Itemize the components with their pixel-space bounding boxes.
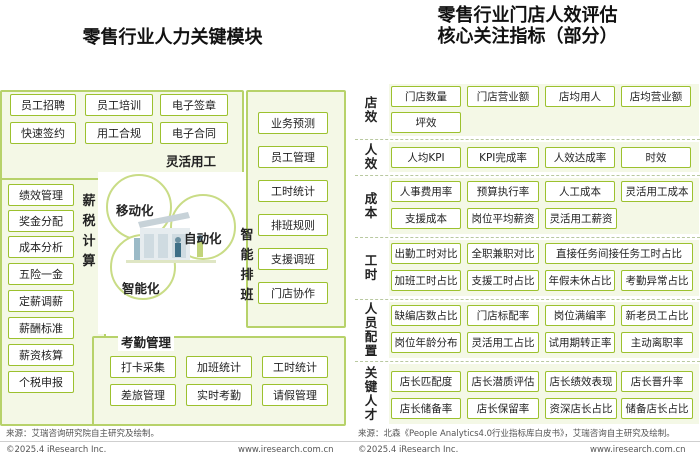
metric-manager-reserve: 店长储备率	[391, 398, 461, 419]
metric-new-old-ratio: 新老员工占比	[621, 305, 693, 326]
metric-store-count: 门店数量	[391, 86, 461, 107]
chip-salary-adjust: 定薪调薪	[8, 290, 74, 312]
metric-kpi-per-head: 人均KPI	[391, 147, 461, 168]
metric-efficiency-rate: 人效达成率	[545, 147, 615, 168]
chip-econtract: 电子合同	[160, 122, 228, 144]
row-label-staffing: 人员配置	[364, 301, 378, 358]
chip-insurance: 五险一金	[8, 263, 74, 285]
metric-avg-salary: 岗位平均薪资	[467, 208, 539, 229]
metric-attendance-anomaly: 考勤异常占比	[621, 270, 693, 291]
right-source: 来源：北森《People Analytics4.0行业指标库白皮书》，艾瑞咨询自…	[358, 429, 675, 439]
metric-floor-efficiency: 坪效	[391, 112, 461, 133]
metric-revenue-per-store: 店均营业额	[621, 86, 691, 107]
row-label-talent: 关键人才	[364, 365, 378, 422]
left-title: 零售行业人力关键模块	[82, 27, 263, 48]
footer-site-left: www.iresearch.com.cn	[238, 445, 334, 455]
metric-kpi-rate: KPI完成率	[467, 147, 539, 168]
chip-quick-sign: 快速签约	[10, 122, 76, 144]
right-title: 零售行业门店人效评估 核心关注指标（部分）	[437, 5, 618, 47]
chip-tax: 个税申报	[8, 371, 74, 393]
row-label-store: 店效	[364, 95, 378, 124]
metric-understaffed: 缺编店数占比	[391, 305, 461, 326]
center-mobile: 移动化	[116, 203, 154, 218]
scheduling-label: 智能排班	[240, 228, 254, 303]
metric-task-hours: 直接任务间接任务工时占比	[545, 243, 693, 264]
hr-modules-panel: 员工招聘 员工培训 电子签章 快速签约 用工合规 电子合同 灵活用工 绩效管理 …	[0, 66, 348, 426]
footer: ©2025.4 iResearch Inc. www.iresearch.com…	[0, 441, 700, 457]
metric-store-standard: 门店标配率	[467, 305, 539, 326]
metric-budget-rate: 预算执行率	[467, 181, 539, 202]
attendance-label: 考勤管理	[118, 332, 175, 351]
metric-manager-fit: 店长匹配度	[391, 371, 461, 392]
payroll-label: 薪税计算	[82, 194, 96, 269]
metric-store-revenue: 门店营业额	[467, 86, 539, 107]
chip-realtime: 实时考勤	[186, 384, 252, 406]
metric-reserve-manager: 储备店长占比	[621, 398, 693, 419]
metric-probation-rate: 试用期转正率	[545, 332, 615, 353]
metric-flex-cost: 灵活用工成本	[621, 181, 693, 202]
metric-flex-ratio: 灵活用工占比	[467, 332, 539, 353]
footer-copyright-right: ©2025.4 iResearch Inc.	[358, 445, 459, 455]
metric-fully-staffed: 岗位满编率	[545, 305, 615, 326]
chip-compliance: 用工合规	[85, 122, 153, 144]
center-auto: 自动化	[184, 231, 222, 246]
metric-unused-leave: 年假未休占比	[545, 270, 615, 291]
metric-support-cost: 支援成本	[391, 208, 461, 229]
metric-flex-salary: 灵活用工薪资	[545, 208, 617, 229]
chip-cost: 成本分析	[8, 236, 74, 258]
chip-esign: 电子签章	[160, 94, 228, 116]
metric-time-efficiency: 时效	[621, 147, 691, 168]
footer-copyright-left: ©2025.4 iResearch Inc.	[6, 445, 107, 455]
chip-forecast: 业务预测	[258, 112, 328, 134]
chip-training: 员工培训	[85, 94, 153, 116]
flexible-label: 灵活用工	[166, 154, 217, 169]
chip-travel: 差旅管理	[110, 384, 176, 406]
metric-manager-promotion: 店长晋升率	[621, 371, 693, 392]
metrics-panel: 店效 人效 成本 工时 人员配置 关键人才 门店数量 门店营业额 店均用人 店均…	[355, 84, 700, 426]
row-label-efficiency: 人效	[364, 142, 378, 171]
chip-performance: 绩效管理	[8, 184, 74, 206]
row-label-cost: 成本	[364, 191, 378, 220]
metric-turnover-rate: 主动离职率	[621, 332, 693, 353]
chip-rules: 排班规则	[258, 214, 328, 236]
center-smart: 智能化	[122, 281, 160, 296]
left-source: 来源：艾瑞咨询研究院自主研究及绘制。	[6, 429, 160, 439]
chip-hours-stat: 工时统计	[258, 180, 328, 202]
attendance-frame	[92, 336, 346, 426]
chip-leave: 请假管理	[262, 384, 328, 406]
chip-hours-stat-2: 工时统计	[262, 356, 328, 378]
metric-age-distribution: 岗位年龄分布	[391, 332, 461, 353]
store-illustration	[126, 212, 216, 263]
chip-overtime: 加班统计	[186, 356, 252, 378]
metric-labor-cost: 人工成本	[545, 181, 615, 202]
metric-overtime-ratio: 加班工时占比	[391, 270, 461, 291]
metric-senior-manager: 资深店长占比	[545, 398, 617, 419]
metric-fulltime-parttime: 全职兼职对比	[467, 243, 539, 264]
chip-recruit: 员工招聘	[10, 94, 76, 116]
metric-hr-cost-rate: 人事费用率	[391, 181, 461, 202]
metric-manager-performance: 店长绩效表现	[545, 371, 617, 392]
metric-attendance-hours: 出勤工时对比	[391, 243, 461, 264]
chip-support: 支援调班	[258, 248, 328, 270]
metric-support-hours: 支援工时占比	[467, 270, 539, 291]
chip-pay-standard: 薪酬标准	[8, 317, 74, 339]
metric-staff-per-store: 店均用人	[545, 86, 615, 107]
chip-bonus: 奖金分配	[8, 210, 74, 232]
metric-manager-potential: 店长潜质评估	[467, 371, 539, 392]
metric-manager-retention: 店长保留率	[467, 398, 539, 419]
footer-site-right: www.iresearch.com.cn	[590, 445, 686, 455]
row-label-hours: 工时	[364, 253, 378, 282]
chip-store-collab: 门店协作	[258, 282, 328, 304]
chip-clock-in: 打卡采集	[110, 356, 176, 378]
chip-pay-calc: 薪资核算	[8, 344, 74, 366]
chip-staff-mgmt: 员工管理	[258, 146, 328, 168]
